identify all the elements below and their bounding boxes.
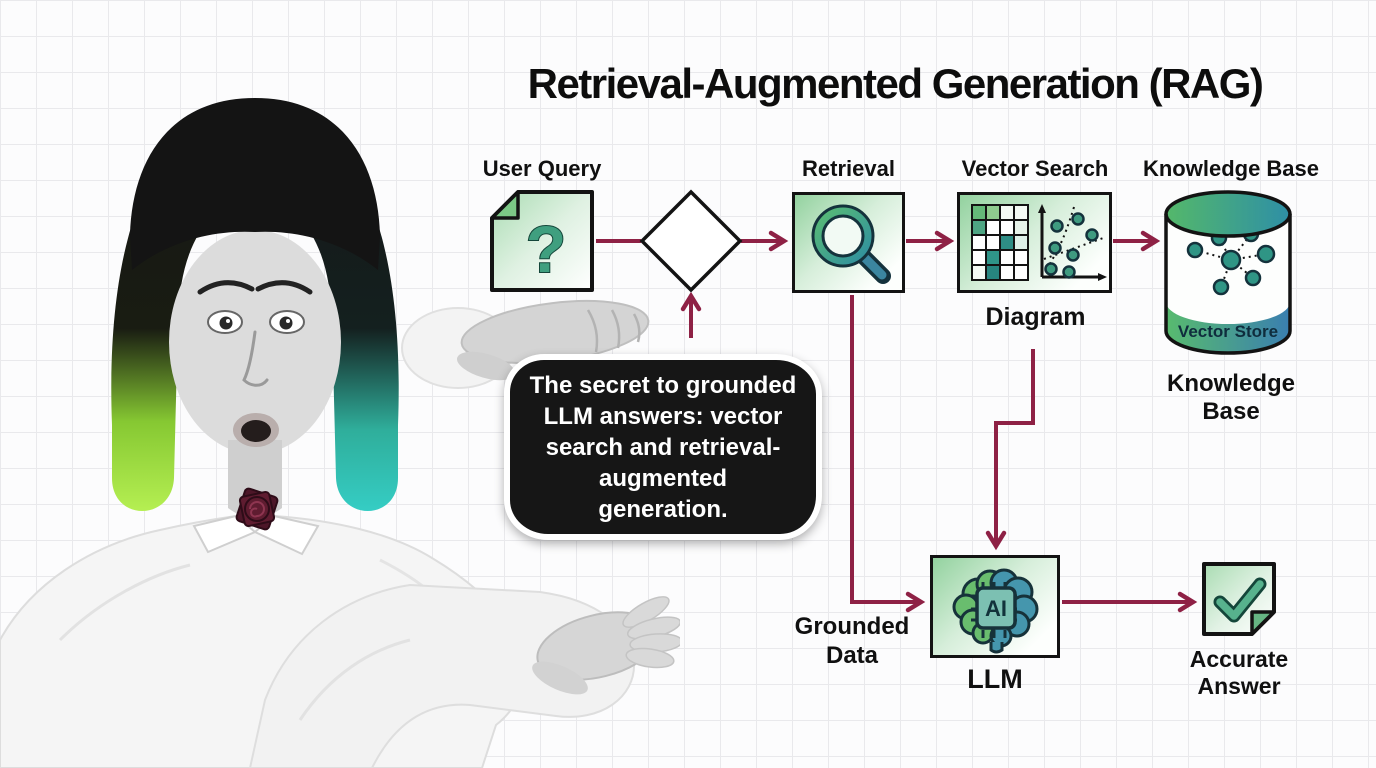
accurate-answer-caption: Accurate Answer	[1163, 646, 1315, 700]
magnifier-icon	[811, 204, 891, 284]
knowledge-base-caption: Knowledge Base	[1140, 370, 1322, 426]
decision-diamond	[639, 189, 743, 293]
document-fold	[490, 190, 520, 220]
vector-search-label: Vector Search	[961, 156, 1109, 181]
user-query-label: User Query	[482, 156, 602, 181]
knowledge-base-label: Knowledge Base	[1142, 156, 1320, 181]
ai-brain-icon: AI	[952, 568, 1039, 654]
cylinder-top	[1164, 190, 1292, 238]
diagram-caption: Diagram	[985, 303, 1086, 331]
llm-caption: LLM	[967, 664, 1023, 694]
ai-chip-text: AI	[985, 596, 1007, 621]
speech-bubble: The secret to grounded LLM answers: vect…	[504, 354, 822, 540]
grounded-data-line1: Grounded	[794, 613, 910, 640]
knowledge-base-node: Vector Store	[1164, 190, 1292, 355]
question-mark-glyph: ?	[526, 212, 566, 286]
speech-bubble-line3: search and retrieval-	[545, 433, 781, 461]
accurate-answer-line2: Answer	[1197, 673, 1281, 699]
speech-bubble-line2: LLM answers: vector	[543, 402, 783, 430]
knowledge-base-caption-line1: Knowledge	[1166, 370, 1295, 397]
vector-store-band	[1166, 302, 1290, 353]
speech-bubble-line1: The secret to grounded	[529, 371, 797, 399]
knowledge-base-caption-line2: Base	[1202, 398, 1260, 425]
speech-bubble-line5: generation.	[598, 495, 728, 523]
note-fold	[1250, 610, 1276, 636]
matrix-scatter-icon	[971, 204, 1107, 281]
grounded-data-line2: Data	[825, 642, 879, 669]
retrieval-label: Retrieval	[802, 156, 895, 181]
grounded-data-label: Grounded Data	[782, 612, 922, 670]
vector-store-badge: Vector Store	[1178, 322, 1278, 341]
retrieval-node	[792, 192, 905, 293]
llm-node: AI	[930, 555, 1060, 658]
accurate-answer-line1: Accurate	[1189, 646, 1289, 672]
vector-search-node	[957, 192, 1112, 293]
accurate-answer-node	[1202, 562, 1276, 636]
page-title: Retrieval-Augmented Generation (RAG)	[527, 60, 1264, 107]
user-query-node: ?	[490, 190, 594, 292]
edge-diagram-llm	[985, 349, 1035, 551]
speech-bubble-line4: augmented	[598, 464, 727, 492]
edge-retrieval-llm	[850, 295, 926, 613]
